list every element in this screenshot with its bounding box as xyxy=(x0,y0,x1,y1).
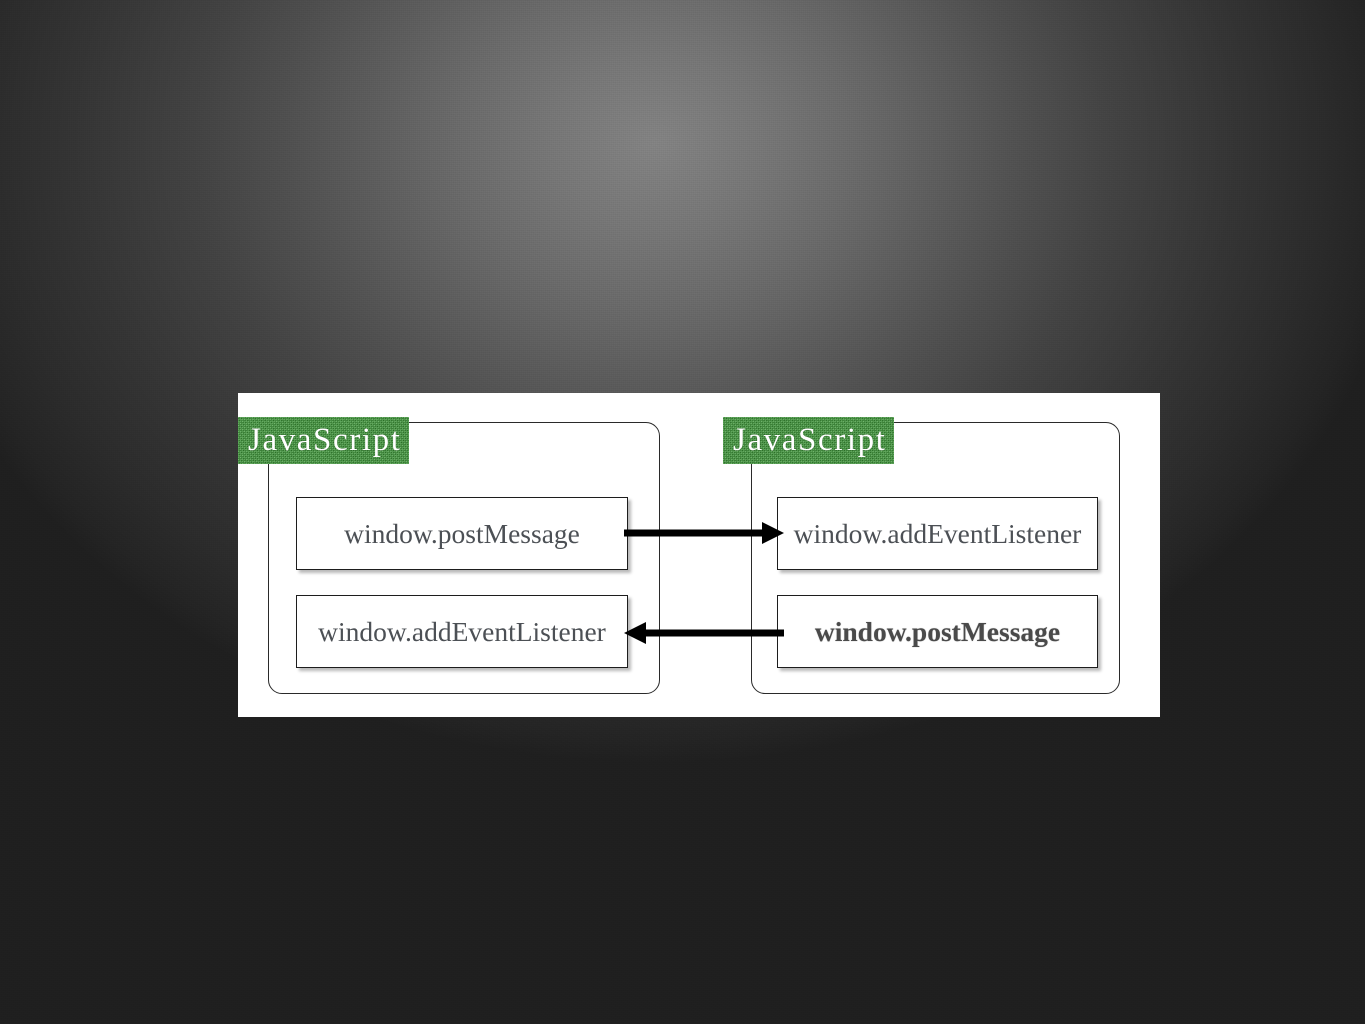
group-container-right xyxy=(751,422,1120,694)
group-container-left xyxy=(268,422,660,694)
group-label-javascript-left: JavaScript xyxy=(238,417,409,464)
api-box-right-add-event-listener[interactable]: window.addEventListener xyxy=(777,497,1098,570)
api-box-left-add-event-listener[interactable]: window.addEventListener xyxy=(296,595,628,668)
arrow-left-icon xyxy=(624,622,784,644)
api-box-right-post-message[interactable]: window.postMessage xyxy=(777,595,1098,668)
arrow-right-icon xyxy=(624,522,784,544)
diagram-panel: JavaScript window.postMessage window.add… xyxy=(238,393,1160,717)
api-box-left-post-message[interactable]: window.postMessage xyxy=(296,497,628,570)
group-label-javascript-right: JavaScript xyxy=(723,417,894,464)
